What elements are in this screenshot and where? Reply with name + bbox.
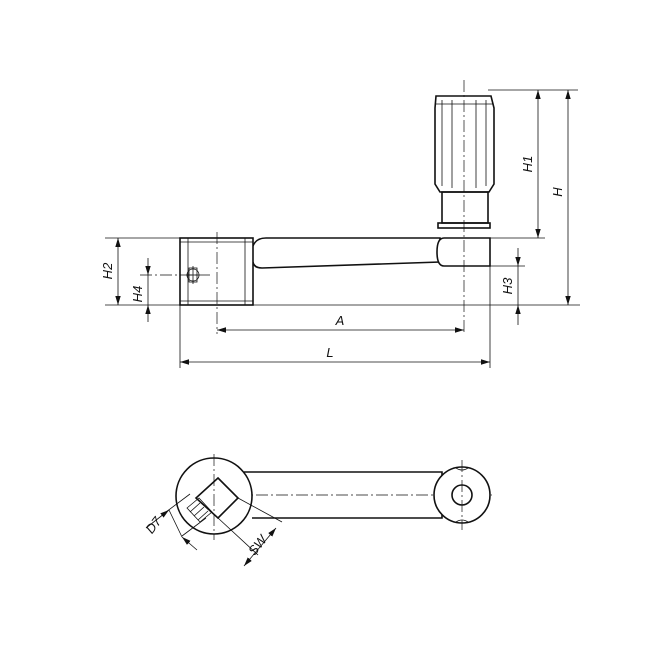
side-view: H1 H H2 H4 H3 A L xyxy=(100,80,580,368)
dim-line-sw xyxy=(243,527,277,567)
grip-shaft xyxy=(441,191,489,224)
dim-line-d7-lower xyxy=(181,536,198,551)
label-h3: H3 xyxy=(500,277,515,294)
label-a: A xyxy=(335,313,345,328)
dim-line-d7 xyxy=(145,509,170,529)
handle-grip xyxy=(434,95,495,193)
pivot-boss xyxy=(436,237,491,267)
label-h: H xyxy=(550,187,565,197)
top-view: D7 SW xyxy=(142,454,492,567)
label-sw: SW xyxy=(245,531,271,558)
set-screw-section xyxy=(186,497,213,523)
label-h1: H1 xyxy=(520,156,535,173)
crank-arm xyxy=(252,237,441,269)
label-l: L xyxy=(326,345,333,360)
label-d7: D7 xyxy=(142,513,165,536)
label-h4: H4 xyxy=(130,286,145,303)
label-h2: H2 xyxy=(100,262,115,279)
hub xyxy=(179,237,254,306)
